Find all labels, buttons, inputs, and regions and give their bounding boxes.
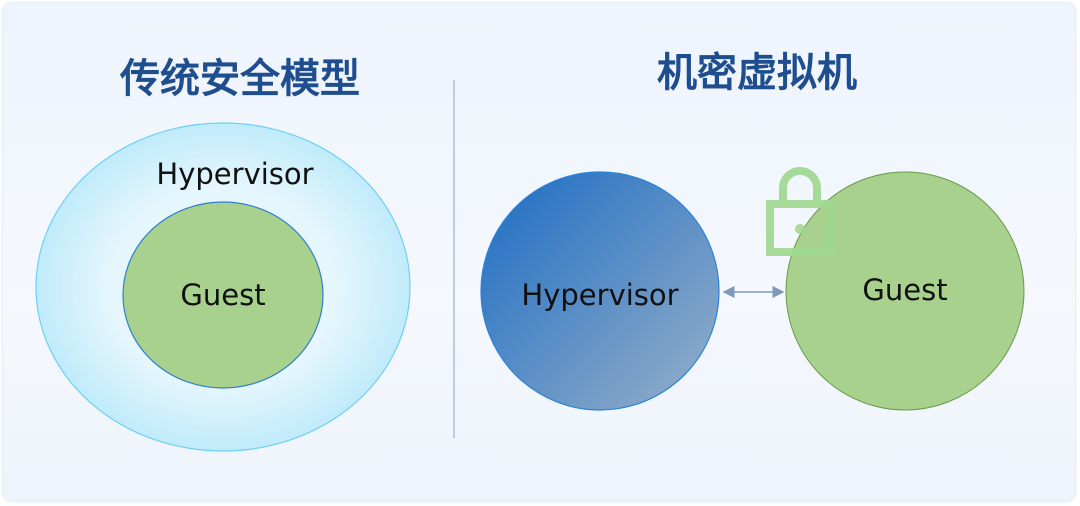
guest-circle [785, 171, 1025, 411]
guest-inner-label: Guest [180, 278, 265, 312]
guest-inner-circle [122, 201, 324, 389]
guest-label: Guest [862, 273, 947, 307]
hypervisor-circle [480, 171, 720, 411]
lock-icon [766, 167, 834, 256]
hypervisor-outer-label: Hypervisor [156, 157, 313, 191]
right-title: 机密虚拟机 [657, 50, 857, 96]
left-title: 传统安全模型 [119, 56, 360, 102]
hypervisor-label: Hypervisor [521, 278, 678, 312]
